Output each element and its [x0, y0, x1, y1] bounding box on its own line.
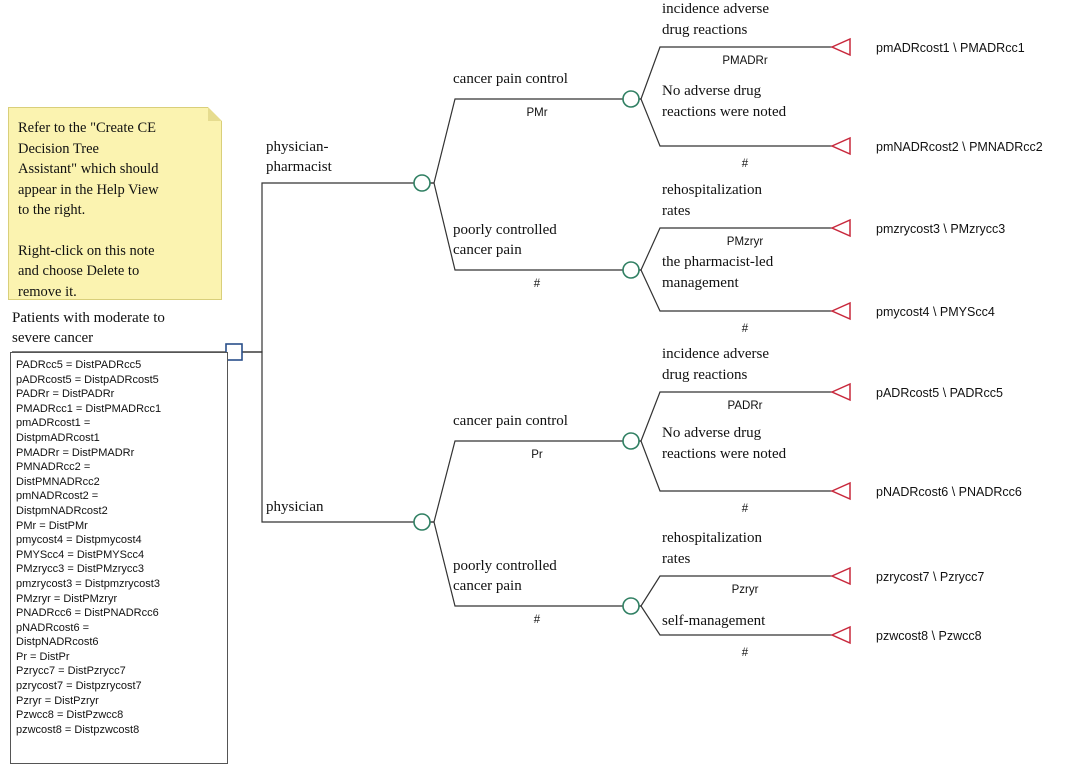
terminal-node-icon — [830, 625, 851, 645]
variable-definition: PMzrycc3 = DistPMzrycc3 — [16, 563, 145, 576]
variable-definition: pzwcost8 = Distpzwcost8 — [16, 723, 140, 736]
strategy-label: physician-pharmacist — [266, 139, 333, 175]
outcome-branch-line — [639, 440, 832, 492]
variable-definition: pNADRcost6 = DistpNADRcost6 — [16, 621, 99, 649]
payoff-label: pmNADRcost2 \ PMNADRcc2 — [876, 140, 1043, 154]
variable-definition: PMADRr = DistPMADRr — [16, 446, 135, 459]
variable-definition: Pzryr = DistPzryr — [16, 694, 99, 707]
outcome-probability: # — [742, 323, 749, 335]
terminal-node-icon — [830, 382, 851, 402]
payoff-label: pmADRcost1 \ PMADRcc1 — [876, 41, 1025, 55]
variable-definition: PMr = DistPMr — [16, 519, 88, 532]
outcome-probability: # — [742, 503, 749, 515]
strategy-branch-line — [242, 182, 414, 353]
variable-definition: Pzrycc7 = DistPzrycc7 — [16, 665, 126, 678]
branch-probability: Pr — [531, 449, 543, 461]
variable-definition: PMzryr = DistPMzryr — [16, 592, 118, 605]
variable-definition: PMNADRcc2 = DistPMNADRcc2 — [16, 461, 100, 488]
terminal-node-icon — [830, 481, 851, 501]
variable-definitions-box[interactable]: PADRcc5 = DistPADRcc5 pADRcost5 = DistpAD… — [10, 352, 228, 764]
terminal-node-icon — [830, 218, 851, 238]
branch-label: cancer pain control — [453, 71, 568, 87]
payoff-label: pmycost4 \ PMYScc4 — [876, 305, 995, 319]
variable-definition: pmycost4 = Distpmycost4 — [16, 534, 142, 547]
variable-definition: pmADRcost1 = DistpmADRcost1 — [16, 417, 100, 444]
variable-definition: Pr = DistPr — [16, 650, 70, 663]
outcome-probability: PMzryr — [727, 236, 764, 248]
outcome-label: self-management — [662, 613, 766, 629]
payoff-label: pNADRcost6 \ PNADRcc6 — [876, 485, 1022, 499]
terminal-node-icon — [830, 301, 851, 321]
root-node-label: Patients with moderate to severe cancer — [12, 310, 165, 346]
chance-branch-line — [430, 440, 623, 523]
variable-definition: PMYScc4 = DistPMYScc4 — [16, 548, 145, 561]
variable-definition: pmNADRcost2 = DistpmNADRcost2 — [16, 490, 108, 517]
outcome-branch-line — [639, 98, 832, 147]
branch-label: cancer pain control — [453, 413, 568, 429]
payoff-label: pADRcost5 \ PADRcc5 — [876, 386, 1003, 400]
outcome-probability: PMADRr — [722, 55, 768, 67]
decision-node-icon — [225, 343, 243, 361]
variable-definition: pzrycost7 = Distpzrycost7 — [16, 680, 142, 693]
variable-list: PADRcc5 = DistPADRcc5 pADRcost5 = DistpAD… — [16, 358, 223, 737]
variable-definition: PADRcc5 = DistPADRcc5 — [16, 359, 142, 371]
terminal-node-icon — [830, 136, 851, 156]
terminal-node-icon — [830, 37, 851, 57]
chance-branch-line — [430, 521, 623, 607]
outcome-branch-line — [639, 269, 832, 312]
strategy-label: physician — [266, 499, 324, 515]
chance-branch-line — [430, 182, 623, 271]
variable-definition: PMADRcc1 = DistPMADRcc1 — [16, 402, 162, 415]
variable-definition: PNADRcc6 = DistPNADRcc6 — [16, 607, 159, 620]
variable-definition: PADRr = DistPADRr — [16, 388, 115, 401]
branch-probability: # — [534, 614, 541, 626]
payoff-label: pmzrycost3 \ PMzrycc3 — [876, 222, 1005, 236]
outcome-probability: PADRr — [728, 400, 763, 412]
outcome-probability: # — [742, 647, 749, 659]
outcome-probability: Pzryr — [732, 584, 759, 596]
outcome-branch-line — [639, 605, 832, 636]
chance-node-icon — [622, 90, 640, 108]
help-note[interactable]: Refer to the "Create CE Decision Tree As… — [8, 107, 222, 300]
terminal-node-icon — [830, 566, 851, 586]
payoff-label: pzwcost8 \ Pzwcc8 — [876, 629, 982, 643]
variable-definition: pmzrycost3 = Distpmzrycost3 — [16, 577, 160, 590]
variable-definition: Pzwcc8 = DistPzwcc8 — [16, 709, 124, 722]
branch-probability: # — [534, 278, 541, 290]
chance-node-icon — [413, 174, 431, 192]
note-paragraph-1: Refer to the "Create CE Decision Tree As… — [18, 120, 159, 218]
chance-node-icon — [622, 432, 640, 450]
branch-probability: PMr — [526, 107, 547, 119]
note-fold-corner — [208, 107, 222, 121]
strategy-branch-line — [242, 351, 414, 523]
chance-node-icon — [622, 597, 640, 615]
chance-node-icon — [622, 261, 640, 279]
note-paragraph-2: Right-click on this note and choose Dele… — [18, 242, 155, 300]
variable-definition: pADRcost5 = DistpADRcost5 — [16, 373, 159, 386]
chance-node-icon — [413, 513, 431, 531]
outcome-probability: # — [742, 158, 749, 170]
payoff-label: pzrycost7 \ Pzrycc7 — [876, 570, 984, 584]
